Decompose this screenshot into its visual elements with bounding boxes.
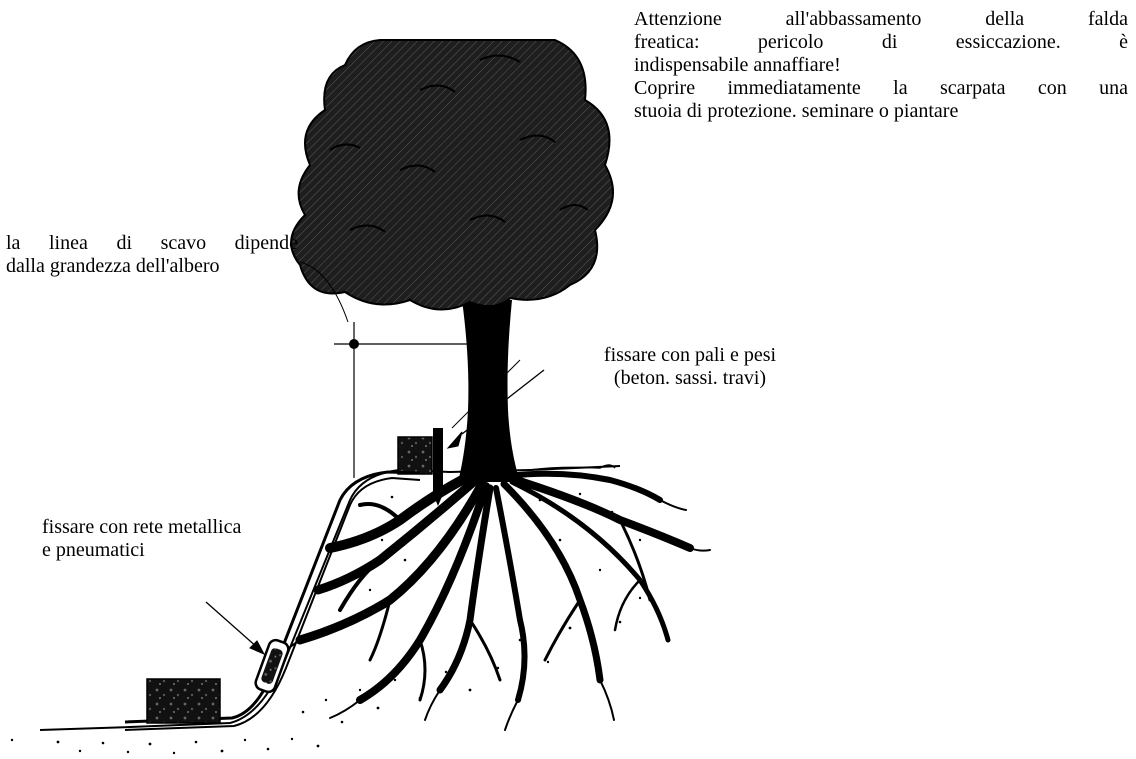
excavation-label-line: dalla grandezza dell'albero: [6, 255, 298, 278]
stakes-label-line: (beton. sassi. travi): [570, 367, 810, 390]
concrete-block-icon: [147, 679, 220, 723]
roots: [275, 472, 710, 730]
concrete-block-icon: [398, 437, 432, 474]
ground-profile: [40, 465, 620, 730]
stakes-label-line: fissare con pali e pesi: [570, 344, 810, 367]
note-line: indispensabile annaffiare!: [634, 54, 1128, 77]
tyre-arrow: [206, 602, 264, 654]
stakes-label: fissare con pali e pesi (beton. sassi. t…: [570, 344, 810, 390]
tree-icon: [291, 40, 613, 310]
instructions-note: Attenzione all'abbassamento della falda …: [634, 8, 1128, 123]
mesh-label-line: e pneumatici: [42, 539, 302, 562]
note-line: Coprire immediatamente la scarpata con u…: [634, 77, 1128, 100]
mesh-label: fissare con rete metallica e pneumatici: [42, 516, 302, 562]
note-line: freatica: pericolo di essiccazione. è: [634, 31, 1128, 54]
excavation-label: la linea di scavo dipende dalla grandezz…: [6, 232, 298, 278]
excavation-label-line: la linea di scavo dipende: [6, 232, 298, 255]
stake-icon: [433, 428, 443, 506]
mesh-label-line: fissare con rete metallica: [42, 516, 302, 539]
note-line: stuoia di protezione. seminare o piantar…: [634, 100, 1128, 123]
note-line: Attenzione all'abbassamento della falda: [634, 8, 1128, 31]
